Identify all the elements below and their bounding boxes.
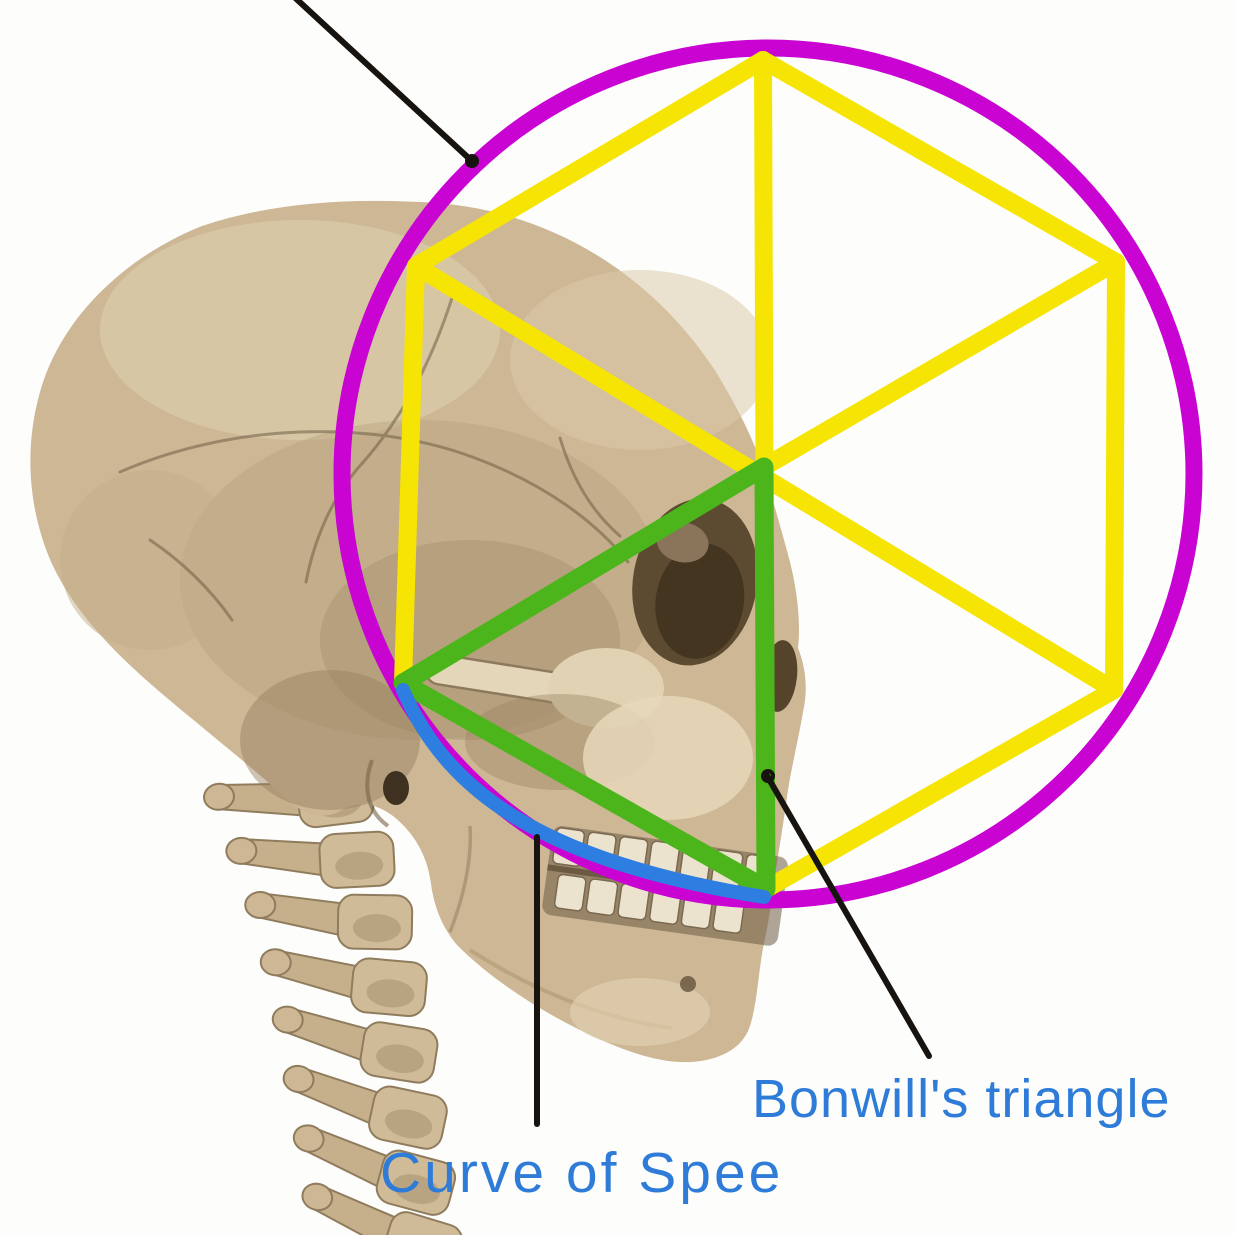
coronal-suture <box>304 296 454 584</box>
curve-of-spee-label: Curve of Spee <box>380 1141 784 1205</box>
ear-canal <box>383 771 409 805</box>
bonwill-triangle <box>393 457 776 899</box>
vertebra <box>243 890 414 951</box>
mastoid-shading <box>240 670 420 810</box>
mandible <box>448 825 710 1046</box>
pointer-line-bonwill <box>763 771 932 1059</box>
ramus-edge <box>448 825 473 933</box>
hexagon-diagonal-ur-center <box>755 253 1125 476</box>
forehead-highlight <box>510 270 770 450</box>
occipital-shading <box>60 470 240 650</box>
pointer-tip-circle <box>465 154 479 168</box>
curve-of-spee-arc <box>396 683 771 904</box>
pointer-lines <box>293 0 932 1127</box>
maxilla-highlight <box>583 696 753 820</box>
eye-socket <box>632 498 758 666</box>
temporal-line-suture <box>118 430 630 564</box>
chin-highlight <box>570 978 710 1046</box>
vertebra <box>224 828 397 895</box>
overlay-geometry <box>293 0 1203 1127</box>
pointer-tip-bonwill <box>761 769 775 783</box>
hexagon-right-edges <box>754 51 1125 898</box>
sphenoid-suture <box>558 436 622 538</box>
temporal-shading <box>180 420 660 740</box>
mental-foramen <box>680 976 696 992</box>
pointer-line-circle <box>293 0 477 166</box>
skull <box>30 200 806 1063</box>
lambdoid-suture <box>148 538 234 622</box>
bonwill-triangle-label: Bonwill's triangle <box>752 1069 1171 1129</box>
ear-rim <box>365 759 390 828</box>
